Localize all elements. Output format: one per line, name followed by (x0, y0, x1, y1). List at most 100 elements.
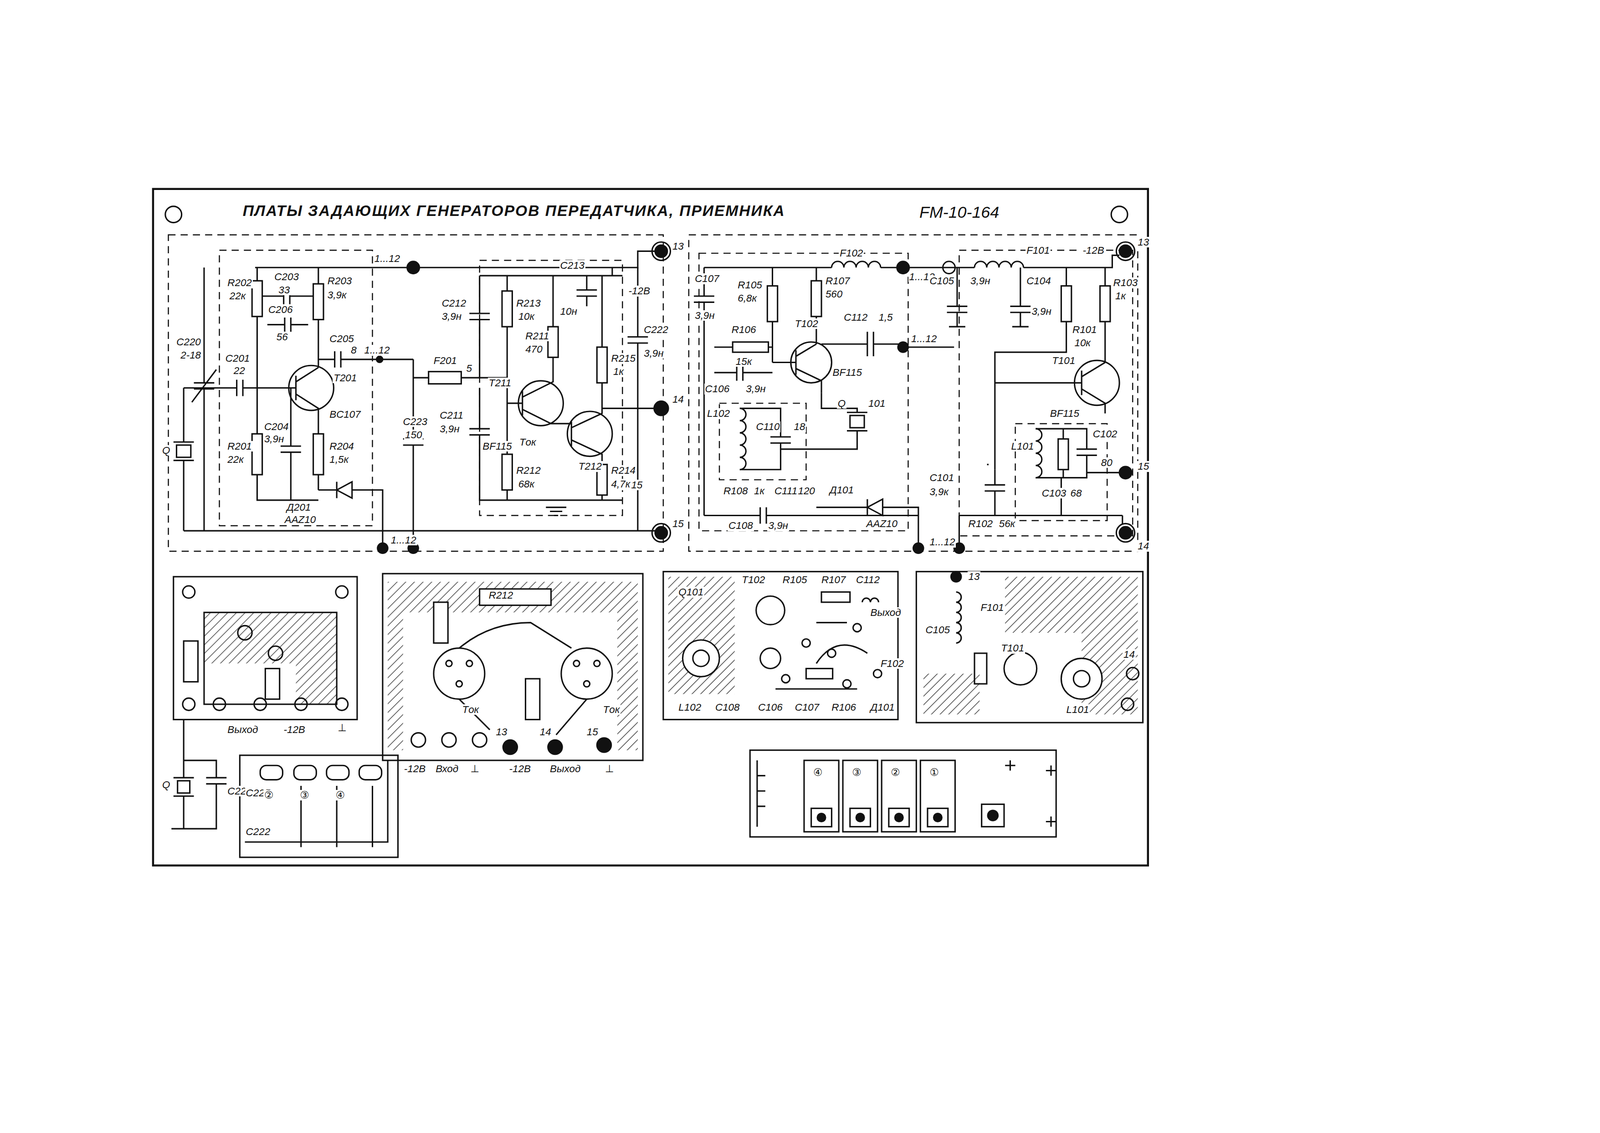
component-label: Tок (602, 704, 621, 716)
component-label: ⊥ (604, 763, 616, 775)
component-label: C108 (727, 520, 754, 532)
component-label: C211 (438, 410, 465, 421)
component-label: T101 (1051, 355, 1077, 367)
component-label: ③ (851, 767, 862, 779)
component-label: 14 (671, 394, 685, 406)
component-label: 8 (349, 344, 358, 356)
component-label: 3,9н (767, 520, 789, 532)
component-label: R202 (226, 277, 253, 289)
component-label: 80 (1100, 457, 1114, 469)
component-label: 3,9н (441, 311, 463, 323)
component-label: 560 (824, 288, 844, 300)
component-label: 1,5 (877, 312, 894, 324)
component-label: 14 (538, 726, 553, 738)
component-label: 1к (1114, 290, 1127, 302)
component-label: 1к (612, 366, 625, 378)
component-label: 470 (524, 343, 544, 355)
component-label: T201 (332, 372, 358, 384)
component-label: R212 (487, 589, 515, 601)
component-label: Д101 (828, 484, 855, 496)
component-label: R215 (610, 353, 637, 365)
component-label: 3,9к (326, 289, 348, 301)
component-label: C104 (1025, 275, 1052, 287)
component-label: 1...12 (363, 344, 391, 356)
component-label: 6,8к (736, 292, 758, 304)
component-label: 150 (404, 429, 423, 441)
component-label: C222 (245, 826, 272, 838)
component-label: -12В (282, 724, 306, 736)
component-label: R103 (1112, 277, 1139, 289)
component-label: -12В (1081, 245, 1105, 257)
component-label: 1...12 (910, 333, 938, 345)
component-label: Tок (518, 436, 538, 448)
component-label: C106 (757, 702, 784, 713)
document-code: FM-10-164 (918, 204, 1000, 222)
component-label: ② (889, 767, 901, 779)
component-label: -12В (627, 285, 652, 297)
component-label: F101 (979, 602, 1005, 614)
component-label: F102 (879, 658, 905, 670)
component-label: C108 (714, 702, 741, 713)
component-label: 22к (226, 454, 245, 466)
component-label: 3,9н (438, 423, 461, 435)
component-label: BF115 (1049, 408, 1081, 420)
component-label: L102 (677, 702, 703, 713)
component-label: 2-18 (179, 349, 202, 361)
component-label: R107 (820, 574, 847, 586)
component-label: Q (836, 398, 847, 410)
component-label: L101 (1065, 704, 1091, 716)
component-label: C220 (175, 336, 202, 348)
component-label: ② (263, 789, 275, 801)
component-label: R204 (328, 441, 355, 452)
component-label: C112 (842, 312, 869, 324)
component-label: 3,9н (263, 433, 285, 445)
component-label: 1к (753, 485, 766, 497)
component-label: BF115 (481, 441, 513, 452)
component-label: 1,5к (328, 454, 350, 466)
component-label: 120 (796, 485, 816, 497)
component-label: C205 (328, 333, 355, 345)
component-label: R107 (824, 275, 852, 287)
component-label: C203 (273, 271, 300, 283)
component-label: 1...12 (389, 534, 418, 546)
component-label: R106 (730, 324, 758, 336)
component-label: 14 (1122, 649, 1136, 661)
component-label: ④ (334, 789, 346, 801)
component-label: C212 (441, 297, 468, 309)
component-label: C112 (855, 574, 881, 586)
component-label: C106 (704, 383, 731, 395)
component-label: 15 (671, 518, 685, 530)
component-label: T211 (487, 377, 513, 389)
component-label: C111 (773, 485, 799, 497)
component-label: C107 (794, 702, 821, 713)
component-label: Tок (461, 704, 480, 716)
component-label: 5 (465, 363, 473, 375)
component-label: C206 (267, 304, 294, 316)
component-label: Вход (434, 763, 460, 775)
component-label: 3,9н (744, 383, 767, 395)
component-label: AAZ10 (865, 518, 899, 530)
component-label: -12В (403, 763, 427, 775)
component-label: R106 (830, 702, 857, 713)
component-label: R214 (610, 465, 637, 477)
component-label: ① (928, 767, 940, 779)
component-label: C105 (928, 275, 955, 287)
component-label: L101 (1010, 441, 1036, 452)
component-label: Q (161, 445, 171, 457)
component-label: C201 (224, 353, 252, 365)
component-label: 56к (998, 518, 1016, 530)
component-label: R201 (226, 441, 253, 452)
component-label: 56 (275, 331, 289, 343)
component-label: C107 (693, 273, 721, 285)
component-label: 14 (1136, 540, 1150, 552)
component-label: R101 (1071, 324, 1098, 336)
component-label: 13 (967, 571, 981, 583)
component-label: C204 (263, 421, 290, 433)
component-label: 18 (792, 421, 806, 433)
component-label: L102 (706, 408, 731, 420)
component-label: C223 (402, 416, 429, 428)
component-label: 68к (517, 478, 536, 490)
component-label: Выход (869, 607, 902, 619)
